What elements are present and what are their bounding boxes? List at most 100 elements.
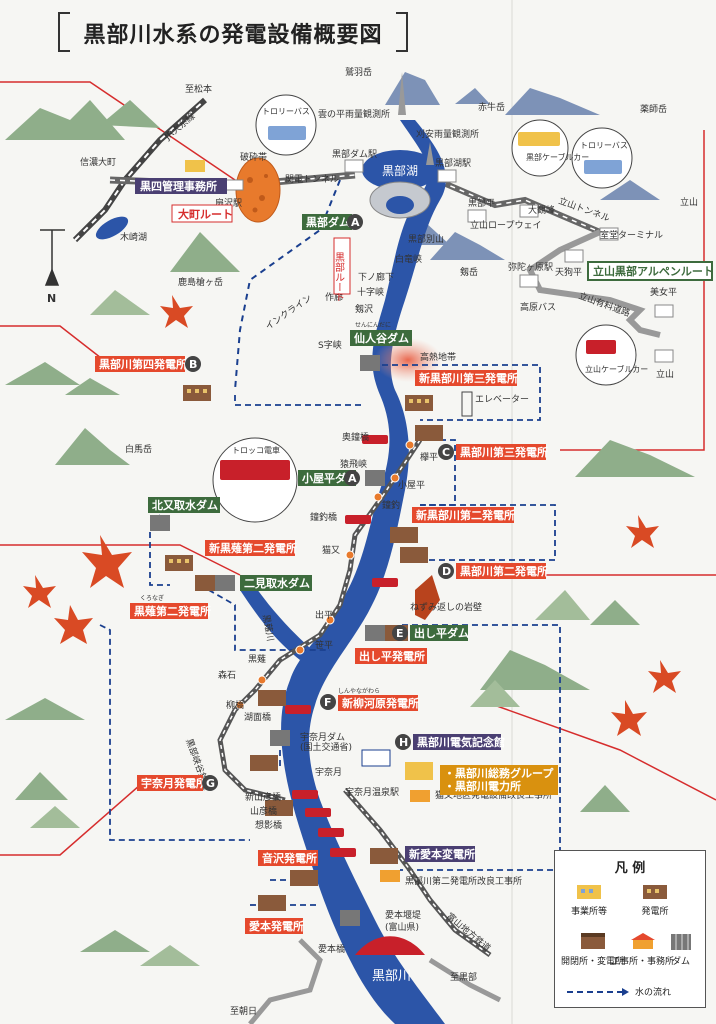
svg-text:A: A bbox=[351, 216, 360, 229]
label-koyadaira: 小屋平 bbox=[398, 480, 425, 491]
label-kurobe-daira: 黒部平 bbox=[468, 197, 495, 209]
kurobe-route-dash bbox=[234, 179, 341, 391]
office-buildings bbox=[185, 159, 674, 882]
svg-text:出し平発電所: 出し平発電所 bbox=[359, 649, 425, 663]
callout-trolley-right bbox=[571, 127, 633, 189]
svg-text:黒薙第二発電所: 黒薙第二発電所 bbox=[134, 604, 211, 618]
compass-icon bbox=[40, 229, 65, 286]
callout-cable bbox=[511, 119, 569, 177]
label-trolley-right: トロリーバス bbox=[580, 141, 628, 150]
rail-stations bbox=[235, 440, 415, 710]
bridges bbox=[285, 435, 425, 955]
legend-item-flow: 水の流れ bbox=[567, 985, 693, 999]
svg-text:G: G bbox=[206, 777, 215, 790]
label-jr-oito: JR大糸線 bbox=[161, 110, 197, 143]
label-karikyasu: 刈安雨量観測所 bbox=[416, 128, 479, 140]
office-icon bbox=[577, 885, 601, 899]
label-shin-kurobe2: 新黒部川第二発電所 bbox=[412, 507, 515, 523]
label-sarutobi: 猿飛峡 bbox=[340, 458, 367, 470]
label-bijodaira: 美女平 bbox=[650, 286, 677, 298]
compass-n: N bbox=[47, 292, 56, 305]
label-shinyanagawara-ruby: しんやながわら bbox=[338, 687, 380, 695]
label-shi-kurobe: 至黒部 bbox=[450, 971, 477, 983]
callout-torokko bbox=[212, 437, 298, 523]
label-midagahara: 弥陀ヶ原駅 bbox=[508, 261, 553, 273]
lower-road bbox=[248, 938, 323, 1024]
nezumi-rock bbox=[415, 575, 440, 620]
svg-text:小屋平ダム: 小屋平ダム bbox=[301, 471, 357, 485]
svg-text:黒部ルート: 黒部ルート bbox=[333, 252, 345, 302]
label-kurobegawa: 黒部川 bbox=[372, 969, 411, 984]
label-memorial: H 黒部川電気記念館 bbox=[395, 734, 505, 750]
label-shin-yamabiko: 新山彦橋 bbox=[245, 791, 281, 803]
alpen-route-label: 立山黒部アルペンルート bbox=[587, 261, 714, 281]
label-kuronagi2: 黒薙第二発電所 bbox=[130, 603, 211, 619]
label-group: ・黒部川総務グループ ・黒部川電力所 bbox=[440, 765, 558, 795]
label-unazuki: 宇奈月 bbox=[315, 766, 342, 778]
legend-item-substation: 開閉所・変電所 bbox=[561, 931, 624, 967]
label-washiba: 鷲羽岳 bbox=[345, 66, 372, 78]
label-incline: インクライン bbox=[263, 292, 314, 332]
label-tengu-daira: 天狗平 bbox=[555, 266, 582, 278]
observatory-tower bbox=[398, 72, 434, 165]
label-otozawa: 音沢発電所 bbox=[258, 850, 318, 866]
label-aimoto-bridge: 愛本橋 bbox=[318, 943, 345, 955]
svg-text:宇奈月発電所: 宇奈月発電所 bbox=[141, 776, 207, 790]
label-koyadaira-dam: 小屋平ダム A bbox=[298, 470, 360, 486]
svg-text:新黒薙第二発電所: 新黒薙第二発電所 bbox=[209, 541, 297, 555]
label-tateyama-cable: 立山ケーブルカー bbox=[585, 364, 648, 374]
svg-text:黒四管理事務所: 黒四管理事務所 bbox=[140, 179, 217, 193]
label-sennin-ruby: せんにんだに bbox=[355, 322, 391, 329]
omachi-route-label: 大町ルート bbox=[171, 204, 233, 223]
svg-text:新黒部川第三発電所: 新黒部川第三発電所 bbox=[419, 371, 518, 385]
label-shimo-no-roka: 下ノ廊下 bbox=[358, 271, 394, 283]
substation-icon bbox=[580, 933, 605, 949]
svg-text:F: F bbox=[324, 696, 332, 709]
label-hasaitai: 破砕帯 bbox=[240, 151, 267, 163]
label-tsurugisawa: 剱沢 bbox=[355, 303, 373, 315]
label-tsurugi: 剱岳 bbox=[460, 266, 478, 278]
autumn-leaves bbox=[23, 295, 681, 736]
svg-text:二見取水ダム: 二見取水ダム bbox=[244, 576, 310, 590]
label-kanetsuri-bridge: 鐘釣橋 bbox=[310, 511, 337, 523]
label-kitamata-dam: 北又取水ダム bbox=[148, 497, 220, 513]
svg-text:D: D bbox=[442, 565, 451, 578]
label-akaushi: 赤牛岳 bbox=[478, 101, 505, 113]
label-kuronagi-ruby: くろなぎ bbox=[140, 594, 164, 602]
svg-text:音沢発電所: 音沢発電所 bbox=[262, 851, 317, 865]
label-kurobeko: 黒部湖 bbox=[382, 163, 418, 178]
label-kurobe-dam: 黒部ダム A bbox=[302, 214, 363, 230]
label-shin-yanagawara: F 新柳河原発電所 bbox=[320, 694, 419, 711]
svg-text:北又取水ダム: 北又取水ダム bbox=[152, 498, 218, 512]
label-murodo: 室堂ターミナル bbox=[600, 229, 663, 241]
label-junjikyo: 十字峡 bbox=[357, 286, 384, 298]
title-text: 黒部川水系の発電設備概要図 bbox=[83, 23, 383, 48]
kuroyon-office-label: 黒四管理事務所 bbox=[135, 178, 227, 194]
construction-office-icon bbox=[630, 933, 655, 949]
svg-text:立山黒部アルペンルート: 立山黒部アルペンルート bbox=[593, 264, 714, 278]
label-komenbashi: 湖面橋 bbox=[244, 711, 271, 723]
svg-text:・黒部川総務グループ: ・黒部川総務グループ bbox=[444, 766, 554, 780]
svg-text:A: A bbox=[348, 472, 357, 485]
label-kurobe3: C 黒部川第三発電所 bbox=[438, 444, 548, 460]
svg-text:新柳河原発電所: 新柳河原発電所 bbox=[342, 696, 419, 710]
svg-text:B: B bbox=[189, 358, 197, 371]
map-legend: 凡 例 事業所等 発電所 開閉所・変電所 工事所・事務所 ダム 水の流れ bbox=[554, 850, 706, 1008]
label-sennin-dam: 仙人谷ダム bbox=[350, 330, 412, 346]
svg-text:大町ルート: 大町ルート bbox=[178, 207, 233, 221]
label-nekomata: 猫又 bbox=[322, 544, 340, 556]
title-bracket-left bbox=[58, 12, 70, 52]
kizaki-lake bbox=[95, 216, 129, 240]
legend-item-construction: 工事所・事務所 bbox=[611, 931, 674, 967]
svg-text:C: C bbox=[442, 446, 450, 459]
label-sasadaira: 笹平 bbox=[315, 639, 333, 651]
label-kurobeko-station: 黒部湖駅 bbox=[435, 157, 471, 169]
legend-item-office: 事業所等 bbox=[571, 881, 607, 917]
power-station-buildings bbox=[165, 385, 443, 911]
label-unazuki-dam: 宇奈月ダム bbox=[300, 731, 345, 743]
svg-text:出し平ダム: 出し平ダム bbox=[414, 626, 469, 640]
label-kurobe4: 黒部川第四発電所 B bbox=[95, 356, 201, 372]
dam-icon bbox=[671, 934, 691, 950]
label-s-jikyo: S字峡 bbox=[318, 339, 342, 351]
